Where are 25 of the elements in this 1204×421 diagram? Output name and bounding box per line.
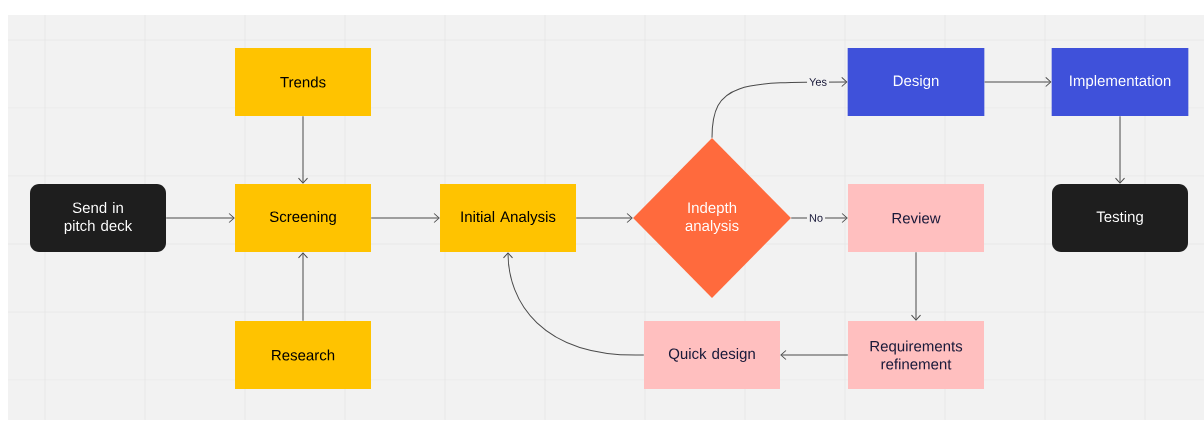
edge-label: Yes (807, 76, 829, 88)
process-box: Design (847, 48, 985, 116)
process-box: Quick design (644, 321, 780, 389)
arrow (984, 77, 1052, 87)
terminal-box: Testing (1052, 184, 1188, 252)
process-box: Implementation (1051, 48, 1189, 116)
arrow (165, 213, 235, 223)
edge-label: No (807, 212, 826, 224)
terminal-box: Send in pitch deck (30, 184, 166, 252)
process-box: Requirements refinement (848, 321, 984, 389)
arrow (780, 350, 849, 360)
arrow (790, 213, 848, 223)
process-box: Trends (235, 48, 371, 116)
arrow (711, 77, 848, 139)
process-box: Research (235, 321, 371, 389)
arrow (911, 251, 921, 321)
process-box: Review (848, 184, 984, 252)
process-box: Initial Analysis (440, 184, 576, 252)
arrow (503, 252, 645, 356)
process-box: Screening (235, 184, 371, 252)
arrow (575, 213, 633, 223)
arrow (1115, 115, 1125, 184)
arrow (370, 213, 440, 223)
arrow (298, 252, 308, 322)
arrow (298, 115, 308, 184)
